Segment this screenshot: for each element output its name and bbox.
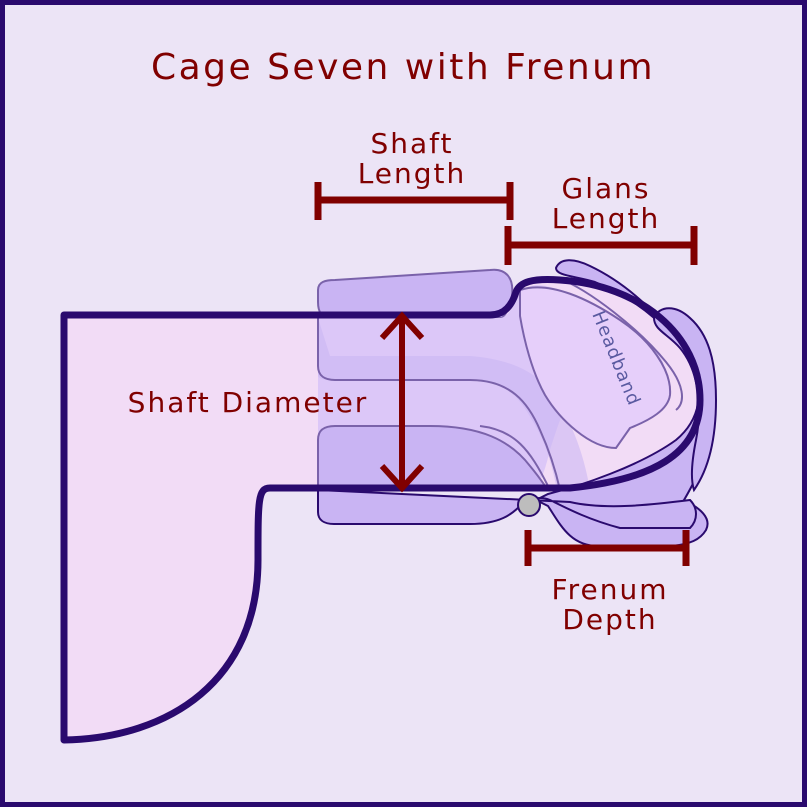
headband — [519, 286, 672, 450]
glans-length-label-2: Length — [552, 202, 661, 235]
cage-lower-ring — [317, 425, 550, 491]
frenum-ring — [517, 493, 541, 517]
cage-contour-1 — [317, 318, 561, 491]
body-outline — [60, 276, 704, 744]
frenum-depth-measure — [524, 530, 690, 566]
frenum-depth-label-2: Depth — [562, 603, 657, 636]
glans-length-measure — [504, 226, 698, 265]
shaft-length-label-2: Length — [358, 157, 467, 190]
frenum-depth-label-1: Frenum — [552, 573, 669, 606]
shaft-length-label-1: Shaft — [370, 127, 453, 160]
cage-tip — [652, 307, 718, 493]
cage-contour-2 — [479, 425, 549, 487]
headband-groove — [557, 277, 683, 411]
glans-length-label-1: Glans — [562, 172, 651, 205]
shaft-diameter-label: Shaft Diameter — [128, 386, 369, 419]
shaft-length-measure — [314, 182, 514, 220]
diagram-title: Cage Seven with Frenum — [151, 47, 655, 88]
frenum-bar — [317, 488, 697, 529]
cage-band-upper — [318, 318, 590, 490]
shaft-diameter-arrow — [379, 311, 425, 493]
